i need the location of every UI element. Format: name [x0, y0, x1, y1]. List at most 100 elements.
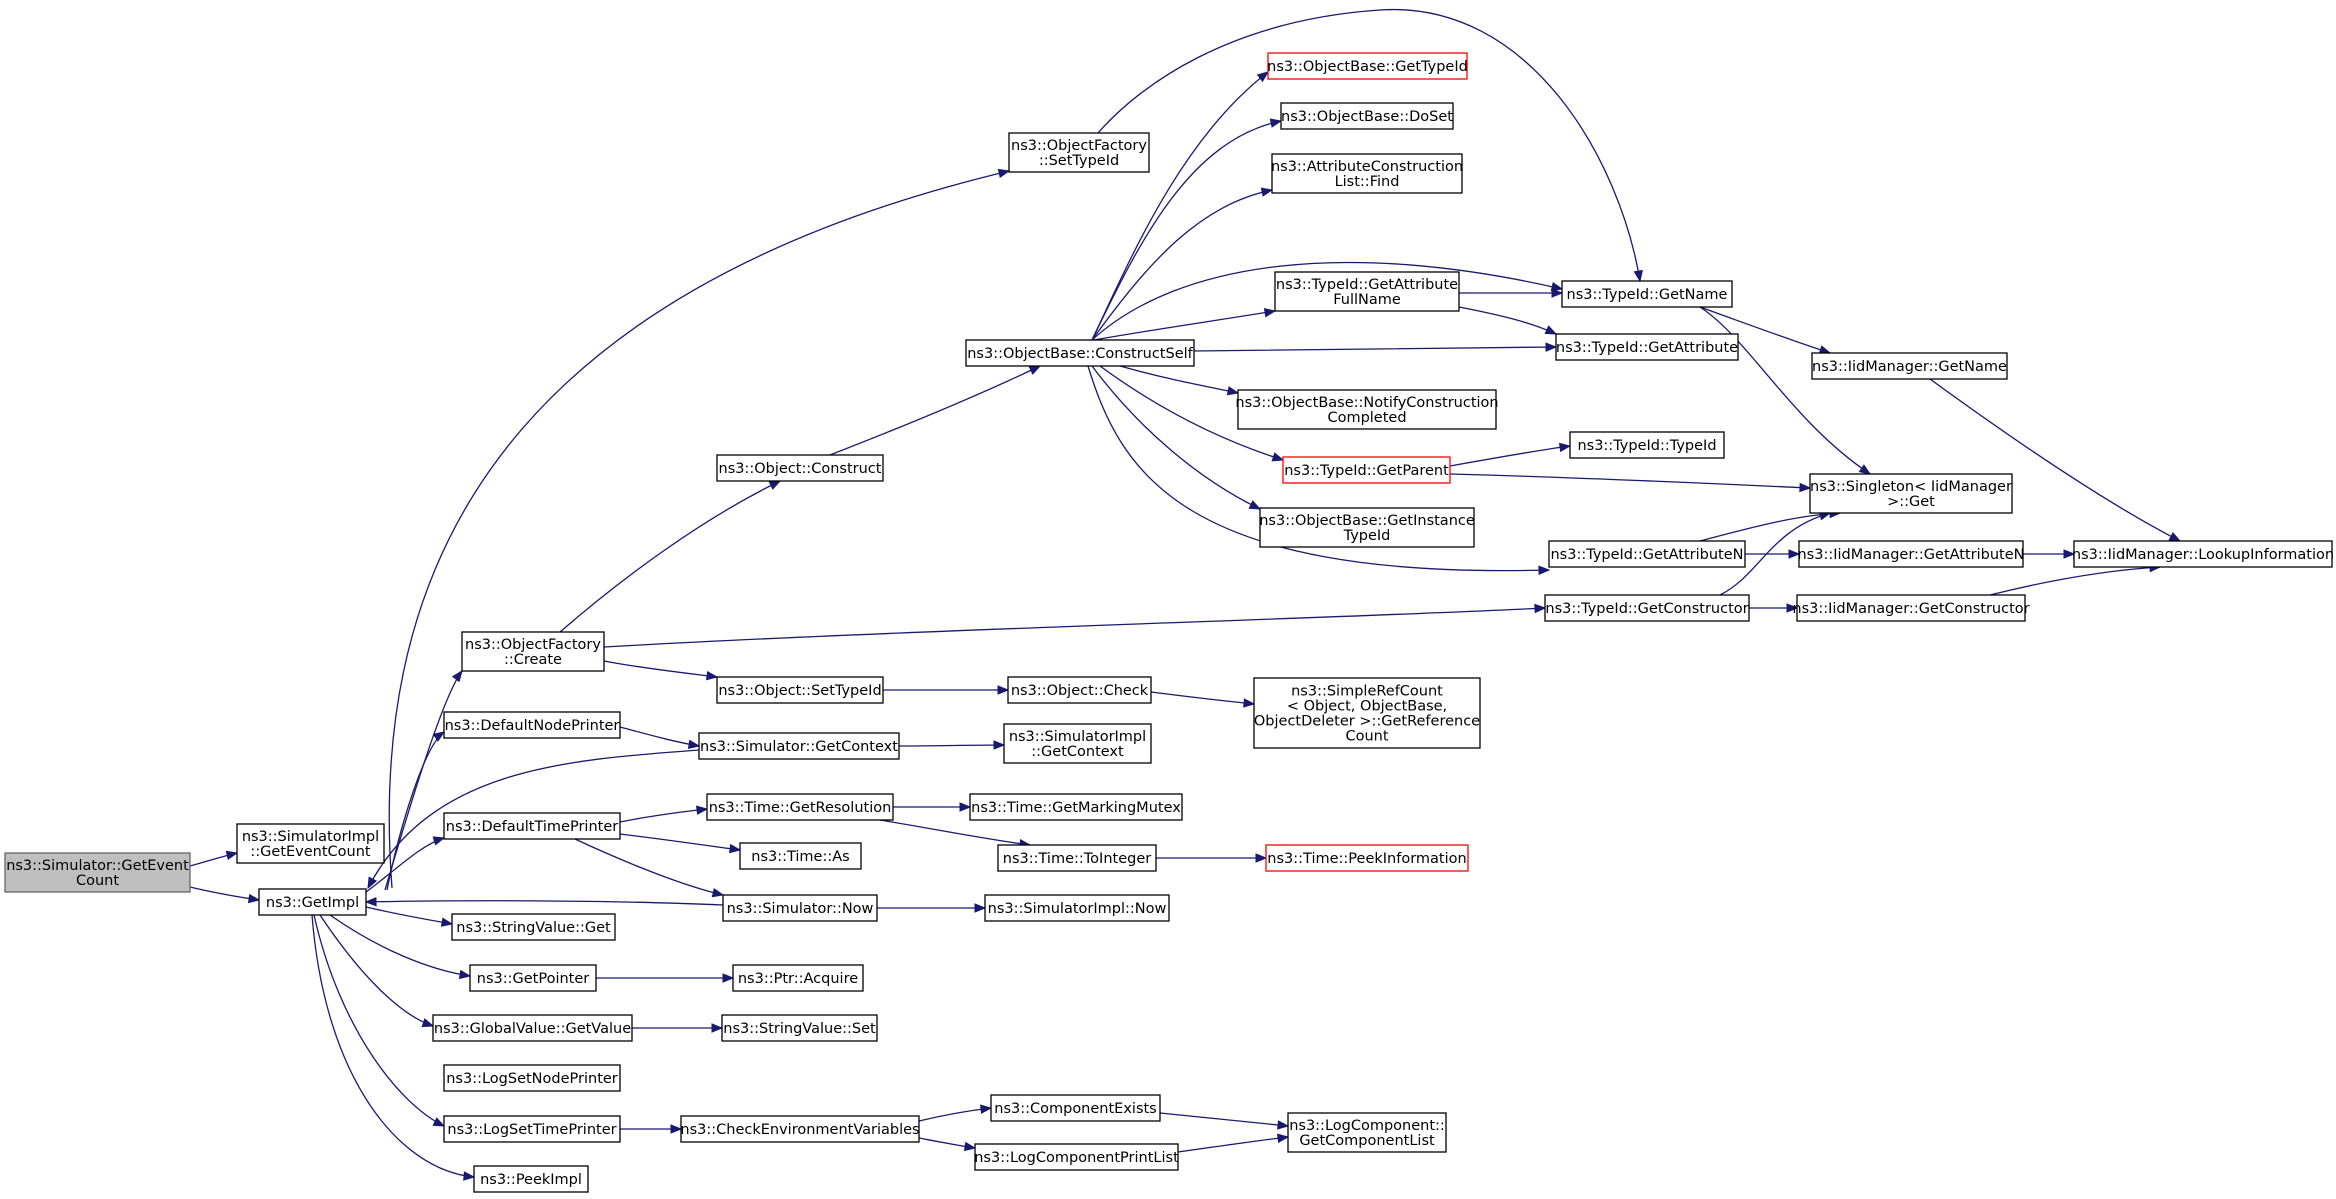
edge-arrowhead: [993, 740, 1006, 750]
node-simulator-now[interactable]: ns3::Simulator::Now: [722, 894, 878, 922]
edge-arrowhead: [670, 1124, 683, 1134]
node-singleton-get[interactable]: ns3::Singleton< IidManager>::Get: [1809, 473, 2013, 514]
node-getpointer[interactable]: ns3::GetPointer: [469, 964, 597, 992]
edge-defaulttimeprinter-to-time-as: [619, 833, 741, 851]
edge-arrowhead: [696, 805, 709, 815]
node-box: [732, 964, 864, 992]
node-defaulttimeprinter[interactable]: ns3::DefaultTimePrinter: [443, 812, 621, 840]
edge-iidmanager-getconstructor-to-iidmanager-lookupinformation: [1989, 566, 2161, 596]
node-iidmanager-getconstructor[interactable]: ns3::IidManager::GetConstructor: [1792, 594, 2030, 622]
node-box: [721, 1014, 878, 1042]
edge-objbase-constructself-to-attrconstructionlist-find: [1091, 189, 1273, 341]
edge-arrowhead: [458, 969, 472, 980]
node-simplerefcount[interactable]: ns3::SimpleRefCount< Object, ObjectBase,…: [1253, 677, 1481, 749]
node-ptr-acquire[interactable]: ns3::Ptr::Acquire: [732, 964, 864, 992]
edge-typeid-getname-to-iidmanager-getname: [1699, 306, 1831, 354]
node-typeid-getattributen[interactable]: ns3::TypeId::GetAttributeN: [1548, 540, 1746, 568]
node-typeid-getname[interactable]: ns3::TypeId::GetName: [1561, 280, 1733, 308]
node-box: [443, 1064, 621, 1092]
node-objfactory-settypeid[interactable]: ns3::ObjectFactory::SetTypeId: [1008, 132, 1150, 173]
node-getimpl[interactable]: ns3::GetImpl: [258, 888, 367, 916]
node-label: ::Create: [504, 652, 562, 668]
edge-simulator-now-to-getimpl: [365, 900, 724, 906]
node-objbase-constructself[interactable]: ns3::ObjectBase::ConstructSelf: [965, 339, 1195, 367]
node-simimpl-getcontext[interactable]: ns3::SimulatorImpl::GetContext: [1003, 723, 1152, 764]
node-typeid-typeid[interactable]: ns3::TypeId::TypeId: [1569, 431, 1725, 459]
edge-arrowhead: [1263, 308, 1277, 318]
node-root[interactable]: ns3::Simulator::GetEventCount: [4, 852, 191, 893]
node-object-settypeid[interactable]: ns3::Object::SetTypeId: [716, 676, 884, 704]
node-simulator-getcontext[interactable]: ns3::Simulator::GetContext: [698, 732, 900, 760]
edge-arrowhead: [1028, 365, 1042, 375]
node-label: ns3::LogSetTimePrinter: [447, 1122, 616, 1138]
edge-arrowhead: [1277, 1120, 1290, 1130]
node-label: ObjectDeleter >::GetReference: [1254, 714, 1480, 730]
node-globalvalue-getvalue[interactable]: ns3::GlobalValue::GetValue: [432, 1014, 633, 1042]
node-time-peekinformation[interactable]: ns3::Time::PeekInformation: [1265, 844, 1469, 872]
node-label: ns3::GetImpl: [266, 895, 359, 911]
edge-objbase-constructself-to-typeid-getname: [1091, 261, 1563, 341]
node-checkenv[interactable]: ns3::CheckEnvironmentVariables: [680, 1115, 920, 1143]
node-label: < Object, ObjectBase,: [1287, 699, 1447, 715]
node-box: [1811, 352, 2008, 380]
node-typeid-getattribute[interactable]: ns3::TypeId::GetAttribute: [1555, 333, 1739, 361]
edge-arrowhead: [1558, 442, 1572, 453]
node-box: [1271, 153, 1463, 194]
node-defaultnodeprinter[interactable]: ns3::DefaultNodePrinter: [443, 711, 621, 739]
node-typeid-getconstructor[interactable]: ns3::TypeId::GetConstructor: [1544, 594, 1750, 622]
node-objbase-doset[interactable]: ns3::ObjectBase::DoSet: [1280, 102, 1454, 130]
node-logsetnodeprinter[interactable]: ns3::LogSetNodePrinter: [443, 1064, 621, 1092]
node-box: [1008, 132, 1150, 173]
edge-arrowhead: [980, 1104, 993, 1114]
node-label: ns3::SimulatorImpl: [242, 829, 379, 845]
node-stringvalue-get[interactable]: ns3::StringValue::Get: [451, 913, 616, 941]
node-iidmanager-getname[interactable]: ns3::IidManager::GetName: [1811, 352, 2008, 380]
node-object-check[interactable]: ns3::Object::Check: [1007, 676, 1152, 704]
node-logsettimeprinter[interactable]: ns3::LogSetTimePrinter: [443, 1115, 621, 1143]
node-time-as[interactable]: ns3::Time::As: [739, 842, 862, 870]
node-simimpl-geteventcount[interactable]: ns3::SimulatorImpl::GetEventCount: [236, 823, 385, 864]
node-label: ns3::IidManager::GetAttributeN: [1797, 547, 2024, 563]
edge-typeid-getconstructor-to-singleton-get: [1719, 512, 1831, 596]
node-logcomponent-getcomponentlist[interactable]: ns3::LogComponent::GetComponentList: [1287, 1112, 1447, 1153]
node-label: Count: [76, 873, 119, 889]
node-iidmanager-getattributen[interactable]: ns3::IidManager::GetAttributeN: [1797, 540, 2025, 568]
node-box: [990, 1094, 1161, 1122]
node-typeid-getparent[interactable]: ns3::TypeId::GetParent: [1282, 456, 1451, 484]
edge-typeid-getparent-to-typeid-typeid: [1449, 445, 1571, 467]
node-time-getresolution[interactable]: ns3::Time::GetResolution: [706, 793, 894, 821]
node-label: ns3::Object::Check: [1011, 683, 1149, 699]
node-label: ns3::Ptr::Acquire: [738, 971, 858, 987]
edge-getimpl-to-globalvalue-getvalue: [319, 914, 434, 1027]
edge-arrowhead: [451, 669, 463, 683]
node-time-tointeger[interactable]: ns3::Time::ToInteger: [997, 844, 1157, 872]
node-objfactory-create[interactable]: ns3::ObjectFactory::Create: [461, 631, 605, 672]
node-simimpl-now[interactable]: ns3::SimulatorImpl::Now: [984, 894, 1170, 922]
edge-arrowhead: [997, 685, 1010, 695]
node-peekimpl[interactable]: ns3::PeekImpl: [473, 1165, 589, 1193]
edge-arrowhead: [1799, 482, 1812, 493]
node-iidmanager-lookupinformation[interactable]: ns3::IidManager::LookupInformation: [2072, 540, 2334, 568]
node-stringvalue-set[interactable]: ns3::StringValue::Set: [721, 1014, 878, 1042]
node-logcomponentprintlist[interactable]: ns3::LogComponentPrintList: [974, 1143, 1179, 1171]
node-box: [974, 1143, 1179, 1171]
node-box: [236, 823, 385, 864]
node-objbase-notifyconstructioncompleted[interactable]: ns3::ObjectBase::NotifyConstructionCompl…: [1235, 389, 1499, 430]
node-box: [1274, 271, 1460, 312]
node-object-construct[interactable]: ns3::Object::Construct: [716, 454, 884, 482]
edge-componentexists-to-logcomponent-getcomponentlist: [1159, 1112, 1289, 1127]
edge-arrowhead: [1269, 118, 1283, 128]
node-label: ns3::Simulator::Now: [727, 901, 874, 917]
node-time-getmarkingmutex[interactable]: ns3::Time::GetMarkingMutex: [969, 793, 1183, 821]
node-label: ns3::ComponentExists: [994, 1101, 1157, 1117]
node-label: ns3::DefaultTimePrinter: [446, 819, 618, 835]
node-box: [1237, 389, 1497, 430]
node-componentexists[interactable]: ns3::ComponentExists: [990, 1094, 1161, 1122]
node-box: [1809, 473, 2013, 514]
node-objbase-gettypeid[interactable]: ns3::ObjectBase::GetTypeId: [1267, 52, 1468, 80]
node-box: [739, 842, 862, 870]
node-box: [2073, 540, 2333, 568]
